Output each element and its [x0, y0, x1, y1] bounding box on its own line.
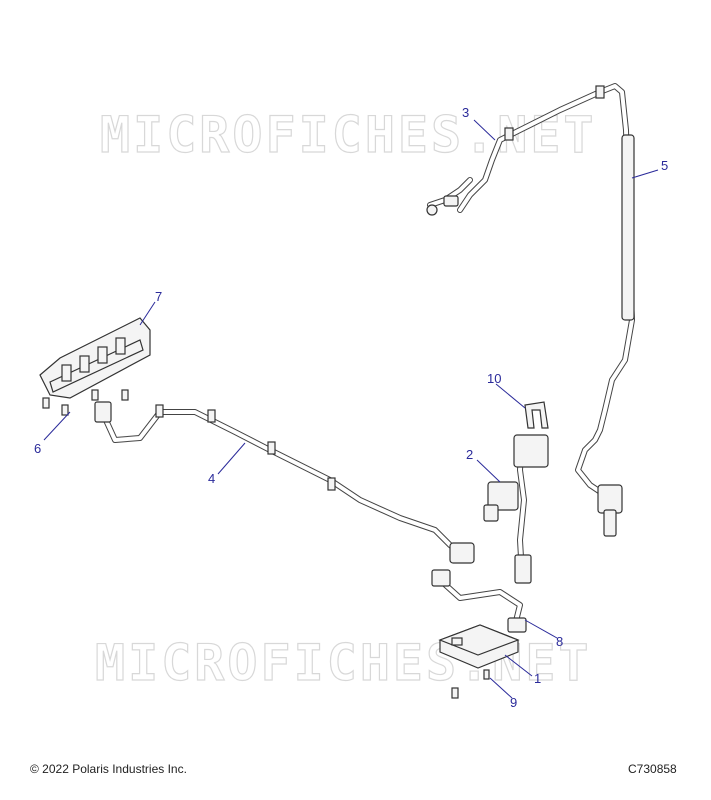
callout-3: 3 — [462, 105, 470, 120]
callout-8: 8 — [556, 634, 564, 649]
module-part-1 — [438, 624, 520, 669]
screws-part-6 — [42, 389, 129, 416]
harness-part-4 — [94, 401, 475, 564]
harness-part-5 — [457, 83, 635, 537]
relay-part-2 — [483, 434, 549, 584]
screws-part-9 — [451, 669, 490, 699]
drawing-number: C730858 — [628, 762, 677, 776]
leader-lines — [43, 119, 659, 699]
clip-part-10 — [524, 401, 549, 429]
callout-6: 6 — [34, 441, 42, 456]
harness-part-8 — [431, 569, 527, 633]
callout-7: 7 — [155, 289, 163, 304]
callout-9: 9 — [510, 695, 518, 710]
switch-bracket-part-7 — [39, 317, 151, 399]
callout-1: 1 — [534, 671, 542, 686]
copyright-text: © 2022 Polaris Industries Inc. — [30, 762, 187, 776]
watermark-top: MICROFICHES.NET — [100, 106, 597, 164]
harness-part-3-end — [426, 177, 473, 216]
callout-5: 5 — [661, 158, 669, 173]
callout-4: 4 — [208, 471, 216, 486]
callout-10: 10 — [487, 371, 502, 386]
callout-2: 2 — [466, 447, 474, 462]
